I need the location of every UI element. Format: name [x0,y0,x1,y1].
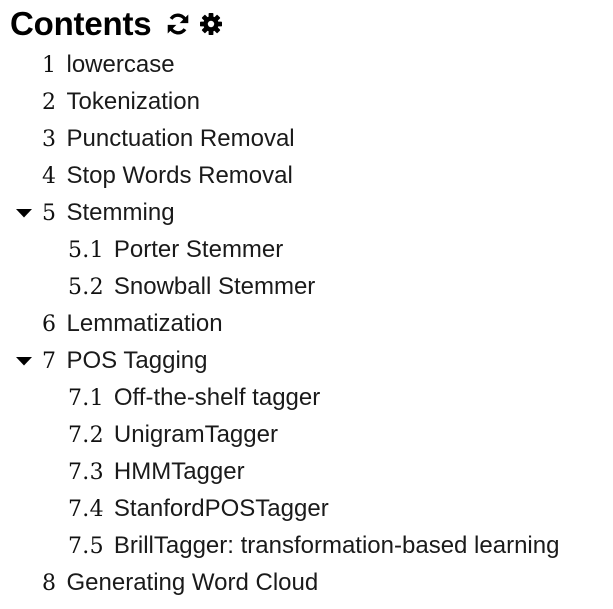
section-number: 7.3 [68,459,104,485]
section-number: 6 [42,311,57,337]
section-label[interactable]: Stemming [66,199,175,226]
section-label[interactable]: Snowball Stemmer [113,273,316,300]
section-label[interactable]: Stop Words Removal [66,162,293,189]
toc-item-punctuation-removal[interactable]: 3 Punctuation Removal [42,122,295,156]
toc-item-lowercase[interactable]: 1 lowercase [42,48,175,82]
toc-item-unigramtagger[interactable]: 7.2 UnigramTagger [68,418,278,452]
section-number: 7.4 [68,496,104,522]
toc-item-lemmatization[interactable]: 6 Lemmatization [42,307,223,341]
toc-item-porter-stemmer[interactable]: 5.1 Porter Stemmer [68,233,283,267]
toc-item-stemming[interactable]: 5 Stemming [16,196,175,230]
section-number: 8 [42,570,57,596]
section-label[interactable]: Lemmatization [66,310,223,337]
section-label[interactable]: Off-the-shelf tagger [113,384,321,411]
section-number: 7.2 [68,422,104,448]
section-number: 5 [42,200,57,226]
toc-item-stop-words-removal[interactable]: 4 Stop Words Removal [42,159,293,193]
toc-item-off-the-shelf-tagger[interactable]: 7.1 Off-the-shelf tagger [68,381,320,415]
toc-item-snowball-stemmer[interactable]: 5.2 Snowball Stemmer [68,270,315,304]
section-number: 2 [42,89,57,115]
toc-item-tokenization[interactable]: 2 Tokenization [42,85,200,119]
toc-item-stanfordpostagger[interactable]: 7.4 StanfordPOSTagger [68,492,329,526]
toc-item-brilltagger[interactable]: 7.5 BrillTagger: transformation-based le… [68,529,559,563]
collapse-caret-icon[interactable] [16,205,32,221]
section-label[interactable]: POS Tagging [66,347,208,374]
section-label[interactable]: StanfordPOSTagger [113,495,329,522]
toc-item-generating-word-cloud[interactable]: 8 Generating Word Cloud [42,566,318,600]
section-label[interactable]: UnigramTagger [113,421,278,448]
section-number: 3 [42,126,57,152]
section-label[interactable]: Tokenization [66,88,200,115]
toc-item-hmmtagger[interactable]: 7.3 HMMTagger [68,455,245,489]
section-number: 7.5 [68,533,104,559]
section-label[interactable]: Punctuation Removal [66,125,295,152]
section-number: 5.1 [68,237,104,263]
collapse-caret-icon[interactable] [16,353,32,369]
refresh-icon[interactable] [165,11,191,37]
section-label[interactable]: BrillTagger: transformation-based learni… [113,532,560,559]
section-label[interactable]: Generating Word Cloud [66,569,319,596]
section-number: 7 [42,348,57,374]
section-number: 4 [42,163,57,189]
section-number: 7.1 [68,385,104,411]
toc-item-pos-tagging[interactable]: 7 POS Tagging [16,344,208,378]
section-number: 5.2 [68,274,104,300]
toc-header: Contents [10,2,223,46]
gear-icon[interactable] [199,12,223,36]
section-label[interactable]: HMMTagger [113,458,245,485]
toc-title: Contents [10,5,152,42]
section-label[interactable]: lowercase [66,51,175,78]
section-number: 1 [42,52,57,78]
section-label[interactable]: Porter Stemmer [113,236,284,263]
